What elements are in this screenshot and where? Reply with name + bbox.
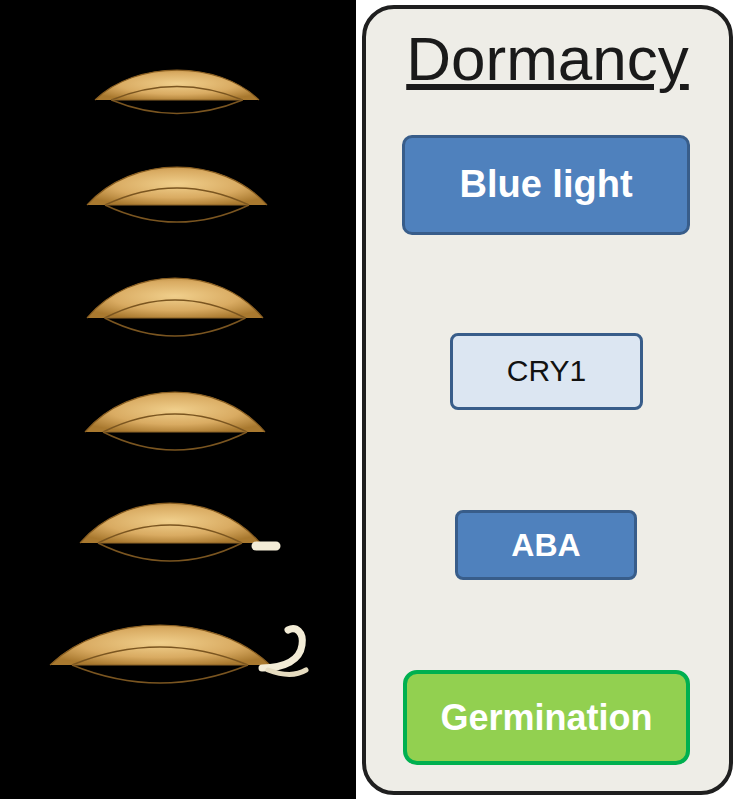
barley-grain [80, 503, 260, 561]
barley-grain [85, 392, 265, 450]
box-label: CRY1 [507, 354, 586, 389]
grain-groove [111, 87, 242, 101]
grain-hull [85, 392, 265, 432]
grain-groove [105, 205, 249, 206]
barley-grain [95, 70, 259, 113]
grain-groove [111, 100, 242, 101]
grain-groove [103, 432, 247, 433]
process-box: CRY1 [450, 333, 643, 410]
grain-groove [103, 414, 247, 432]
grain-groove [72, 665, 248, 666]
grain-hull [80, 503, 260, 543]
grain-hull [95, 70, 259, 100]
sprout [262, 629, 302, 668]
grain-groove [111, 100, 242, 114]
outcome-box: Germination [403, 670, 690, 765]
grain-groove [98, 525, 242, 543]
grain-hull [50, 625, 270, 665]
panel-title: Dormancy [366, 9, 729, 94]
grain-groove [105, 318, 246, 336]
grain-groove [103, 432, 247, 450]
dormancy-panel: DormancyBlue lightCRY1ABA Germination [362, 5, 733, 795]
box-label: Blue light [459, 163, 632, 207]
grain-groove [72, 647, 248, 665]
process-box: ABA [455, 510, 637, 580]
grain-groove [105, 318, 246, 319]
grain-groove [105, 205, 249, 222]
grain-hull [87, 278, 263, 318]
process-box: Blue light [402, 135, 690, 235]
grain-groove [105, 188, 249, 205]
sprout [268, 670, 306, 675]
barley-grain [87, 278, 263, 336]
grain-groove [105, 300, 246, 318]
grain-groove [72, 665, 248, 683]
photo-background [0, 0, 356, 799]
grain-groove [98, 543, 242, 544]
sprout [256, 542, 276, 551]
box-label: ABA [511, 527, 580, 564]
box-label: Germination [440, 697, 652, 738]
grain-groove [98, 543, 242, 561]
barley-grain [50, 625, 270, 683]
barley-grain [87, 167, 267, 222]
grain-hull [87, 167, 267, 205]
